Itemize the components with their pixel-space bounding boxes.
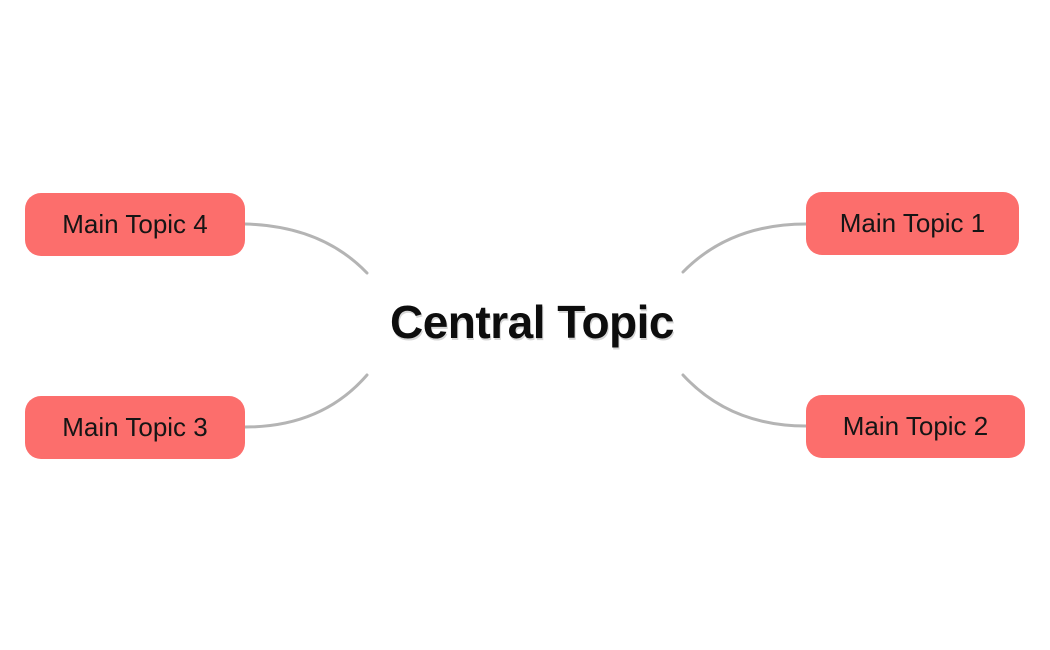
node-label: Main Topic 2	[842, 411, 989, 441]
node-label: Main Topic 4	[62, 209, 208, 239]
connector-central-to-topic4	[243, 222, 369, 275]
node-label: Main Topic 1	[839, 208, 986, 238]
node-main-topic-3[interactable]: Main Topic 3	[25, 396, 245, 459]
node-label: Main Topic 3	[62, 412, 208, 442]
connector-central-to-topic3	[243, 373, 369, 429]
central-topic-node[interactable]: Central Topic	[389, 296, 675, 348]
node-main-topic-1[interactable]: Main Topic 1	[806, 192, 1019, 255]
connector-central-to-topic2	[681, 373, 808, 428]
node-main-topic-4[interactable]: Main Topic 4	[25, 193, 245, 256]
node-main-topic-2[interactable]: Main Topic 2	[806, 395, 1025, 458]
connector-central-to-topic1	[681, 222, 808, 274]
